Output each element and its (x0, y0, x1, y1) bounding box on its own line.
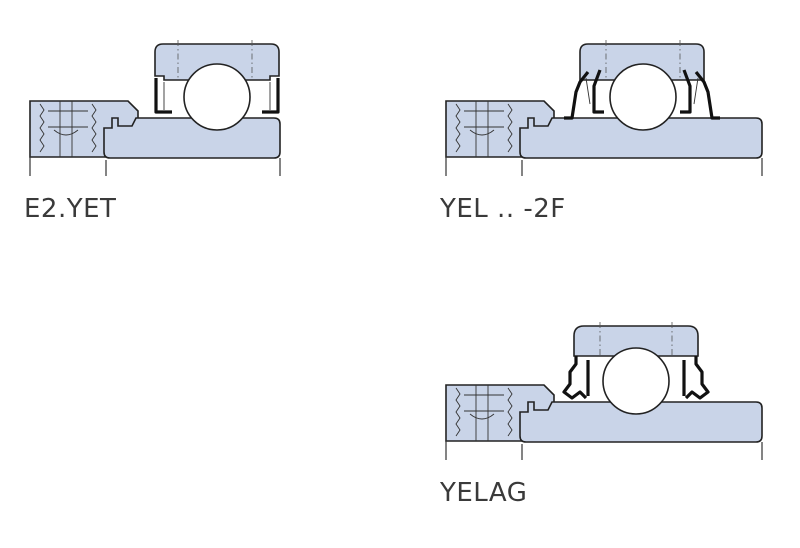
inner-ring (519, 117, 763, 159)
width-reference-lines (29, 128, 281, 176)
seal-left (154, 78, 172, 114)
collar-thread-right (507, 103, 513, 153)
collar-set-screw (464, 110, 504, 136)
collar-thread-left (455, 387, 461, 437)
flinger-right (680, 69, 720, 120)
panel-label-e2-yet: E2.YET (24, 194, 117, 224)
ball (609, 63, 677, 131)
collar-thread-right (91, 103, 97, 153)
collar-thread-left (39, 103, 45, 153)
bearing-yel-2f-drawing (445, 40, 763, 176)
flinger-left (564, 69, 604, 120)
collar-set-screw (48, 110, 88, 136)
panel-label-yel-2f: YEL .. -2F (440, 194, 566, 224)
outer-ring (154, 43, 280, 81)
outer-ring (579, 43, 705, 81)
inner-ring (519, 401, 763, 443)
collar-screw-bore (475, 385, 489, 441)
ball (183, 63, 251, 131)
bearing-e2-yet-drawing (29, 40, 281, 176)
collar-set-screw (464, 394, 504, 420)
collar-screw-bore (475, 101, 489, 157)
outer-ring-centerlines (599, 322, 673, 356)
seal-lips (585, 77, 699, 105)
width-reference-lines (445, 412, 763, 460)
bearing-yelag-drawing (445, 322, 763, 460)
collar-thread-right (507, 387, 513, 437)
outer-ring (573, 325, 699, 357)
panel-label-yelag: YELAG (440, 478, 528, 508)
width-reference-lines (445, 128, 763, 176)
seal-lips (163, 82, 271, 110)
collar-thread-left (455, 103, 461, 153)
seal-left (562, 356, 590, 400)
seal-right (262, 78, 280, 114)
ball (602, 347, 670, 415)
seal-right (682, 356, 710, 400)
collar-screw-bore (59, 101, 73, 157)
